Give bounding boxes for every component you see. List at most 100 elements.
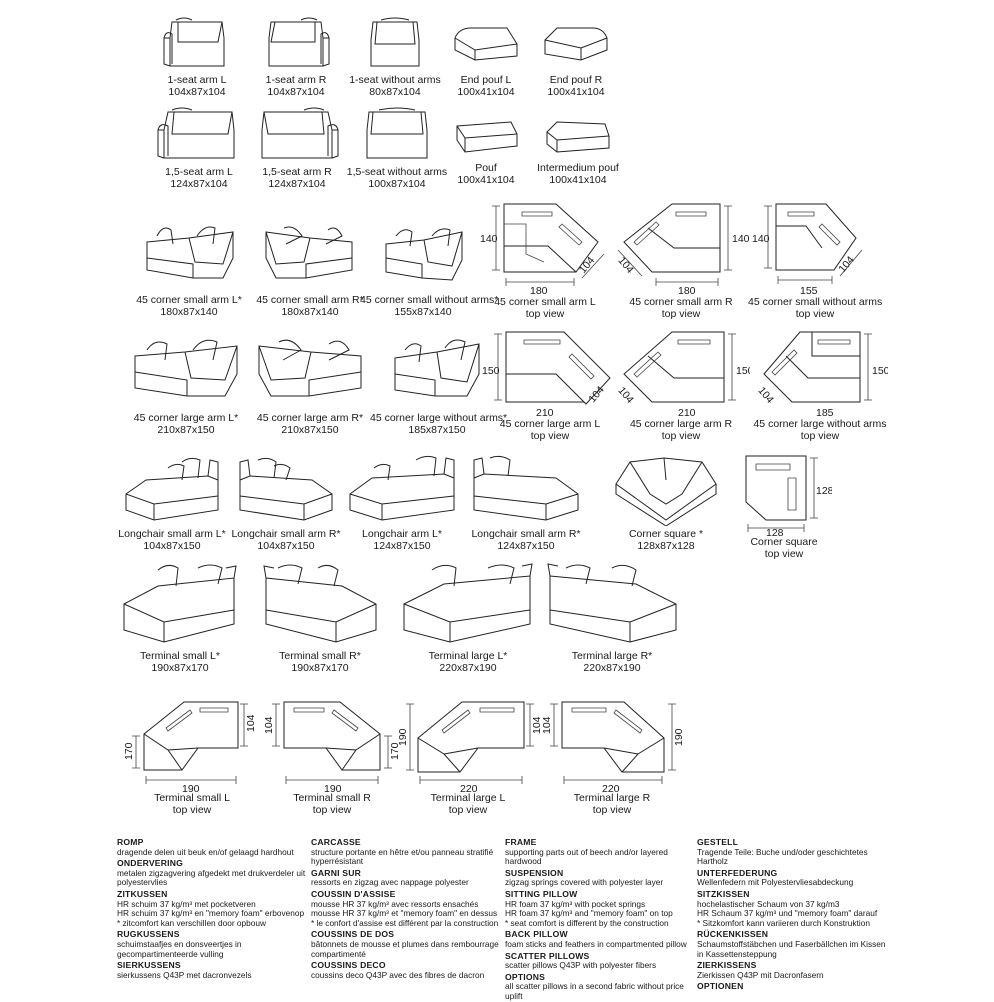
sofa-module-icon [157, 107, 235, 159]
module-intermedium-pouf: Intermedium pouf 100x41x104 [532, 116, 624, 186]
spec-column-english: FRAME supporting parts out of beech and/… [505, 836, 695, 1002]
module-name: Intermedium pouf [537, 162, 619, 174]
spec-heading: OPTIONS [505, 971, 546, 982]
module-terminal-small-l: Terminal small L* 190x87x170 [112, 560, 248, 674]
pouf-icon [454, 27, 518, 61]
spec-heading: COUSSINS DECO [311, 960, 386, 971]
topview-45-corner-small-arm-l: 140 180 104 45 corner small arm L top vi… [478, 198, 612, 320]
spec-text: Wellenfedern mit Polyestervliesabdeckung [697, 877, 854, 888]
corner-sofa-icon [265, 226, 353, 279]
module-dimensions: 80x87x104 [369, 86, 421, 98]
spec-text: bâtonnets de mousse et plumes dans rembo… [311, 938, 499, 959]
module-name: Corner square * [628, 528, 704, 540]
module-45-corner-large-arm-r: 45 corner large arm R* 210x87x150 [242, 334, 378, 436]
longchair-icon [349, 455, 455, 521]
spec-heading: GESTELL [697, 837, 739, 847]
spec-text: Tragende Teile: Buche und/oder geschicht… [697, 846, 868, 867]
module-name: 1,5-seat arm R [262, 166, 332, 178]
topview-45-corner-small-without-arms: 140 155 104 45 corner small without arms… [748, 198, 882, 320]
module-dimensions: 180x87x140 [160, 306, 218, 318]
module-dimensions: 220x87x190 [583, 662, 641, 674]
topview-sub: top view [530, 430, 570, 442]
module-name: Longchair small arm R* [471, 528, 581, 540]
spec-heading: ONDERVERING [117, 858, 184, 869]
topview-terminal-small-l: 104 170 190 Terminal small L top view [122, 694, 262, 816]
sofa-module-icon [366, 107, 428, 159]
module-name: 1,5-seat arm L [165, 166, 233, 178]
width-dim: 220 [602, 783, 620, 792]
module-end-pouf-l: End pouf L 100x41x104 [440, 20, 532, 98]
module-45-corner-small-arm-r: 45 corner small arm R* 180x87x140 [246, 222, 374, 318]
topview-sub: top view [525, 308, 565, 320]
module-name: 45 corner large arm R* [256, 412, 364, 424]
height-dim: 170 [389, 742, 401, 760]
depth-dim: 104 [615, 255, 636, 276]
module-name: 45 corner large without arms* [370, 412, 508, 424]
depth-dim: 104 [755, 385, 776, 406]
topview-terminal-large-r: 104 190 220 Terminal large R top view [540, 694, 684, 816]
spec-heading: SCATTER PILLOWS [505, 950, 590, 961]
module-dimensions: 124x87x104 [268, 178, 326, 190]
spec-text: structure portante en hêtre et/ou pannea… [311, 846, 494, 867]
topview-sub: top view [800, 430, 840, 442]
spec-heading: FRAME [505, 837, 537, 847]
height-dim: 170 [123, 742, 135, 760]
module-dimensions: 190x87x170 [291, 662, 349, 674]
topview-45-corner-large-arm-r: 150 210 104 45 corner large arm R top vi… [612, 326, 750, 442]
module-longchair-arm-l: Longchair arm L* 124x87x150 [340, 454, 464, 552]
sofa-module-icon [370, 17, 420, 67]
width-dim: 185 [816, 407, 834, 418]
module-name: Pouf [475, 162, 497, 174]
spec-text: all scatter pillows in a second fabric w… [505, 981, 684, 1001]
topview-name: Corner square [750, 536, 818, 548]
topview-sub: top view [661, 308, 701, 320]
topview-name: 45 corner small arm R [629, 296, 733, 308]
topview-name: 45 corner large arm R [629, 418, 733, 430]
module-name: Longchair small arm L* [118, 528, 226, 540]
module-45-corner-small-arm-l: 45 corner small arm L* 180x87x140 [125, 222, 253, 318]
module-terminal-large-r: Terminal large R* 220x87x190 [540, 560, 684, 674]
corner-sofa-icon [258, 339, 362, 397]
spec-text: foam sticks and feathers in compartmente… [505, 938, 687, 949]
module-dimensions: 210x87x150 [157, 424, 215, 436]
topview-name: 45 corner large arm L [499, 418, 601, 430]
module-dimensions: 185x87x150 [408, 424, 466, 436]
topview-terminal-small-r: 104 170 190 Terminal small R top view [262, 694, 402, 816]
specifications: ROMP dragende delen uit beuk en/of gelaa… [117, 836, 885, 1000]
module-dimensions: 124x87x150 [497, 540, 555, 552]
height-dim: 190 [397, 728, 409, 746]
spec-heading: SUSPENSION [505, 867, 564, 878]
spec-heading: SITZKISSEN [697, 888, 750, 899]
sofa-module-icon [163, 17, 225, 67]
depth-dim: 104 [615, 385, 636, 406]
module-name: End pouf L [460, 74, 512, 86]
spec-text: zigzag springs covered with polyester la… [505, 877, 664, 888]
spec-heading: BACK PILLOW [505, 929, 568, 940]
module-terminal-large-l: Terminal large L* 220x87x190 [396, 560, 540, 674]
depth-dim: 104 [586, 384, 607, 405]
spec-column-french: CARCASSE structure portante en hêtre et/… [311, 836, 501, 980]
terminal-sofa-icon [403, 563, 533, 643]
height-dim: 150 [482, 365, 500, 377]
module-corner-square: Corner square * 128x87x128 [604, 454, 728, 552]
topview-45-corner-large-without-arms: 150 185 104 45 corner large without arms… [752, 326, 888, 442]
topview-sub: top view [312, 804, 352, 816]
module-dimensions: 220x87x190 [439, 662, 497, 674]
height-dim: 140 [732, 233, 750, 245]
module-45-corner-small-without-arms: 45 corner small without arms* 155x87x140 [360, 222, 498, 318]
topview-name: Terminal large L [430, 792, 506, 804]
terminal-sofa-icon [547, 563, 677, 643]
module-dimensions: 100x87x104 [368, 178, 426, 190]
module-name: 1-seat arm L [167, 74, 227, 86]
module-dimensions: 100x41x104 [457, 86, 515, 98]
topview-name: Terminal large R [573, 792, 651, 804]
module-1-5-seat-arm-r: 1,5-seat arm R 124x87x104 [238, 106, 356, 190]
spec-text: HR schuim 37 kg/m³ met pocketveren HR sc… [117, 898, 305, 928]
topview-sub: top view [172, 804, 212, 816]
corner-sofa-icon [146, 226, 234, 279]
height-dim: 190 [673, 728, 684, 746]
spec-heading: ZIERKISSENS [697, 960, 757, 971]
spec-text: HR foam 37 kg/m³ with pocket springs HR … [505, 898, 673, 928]
spec-text: ressorts en zigzag avec nappage polyeste… [311, 877, 469, 888]
module-name: Terminal large R* [571, 650, 653, 662]
